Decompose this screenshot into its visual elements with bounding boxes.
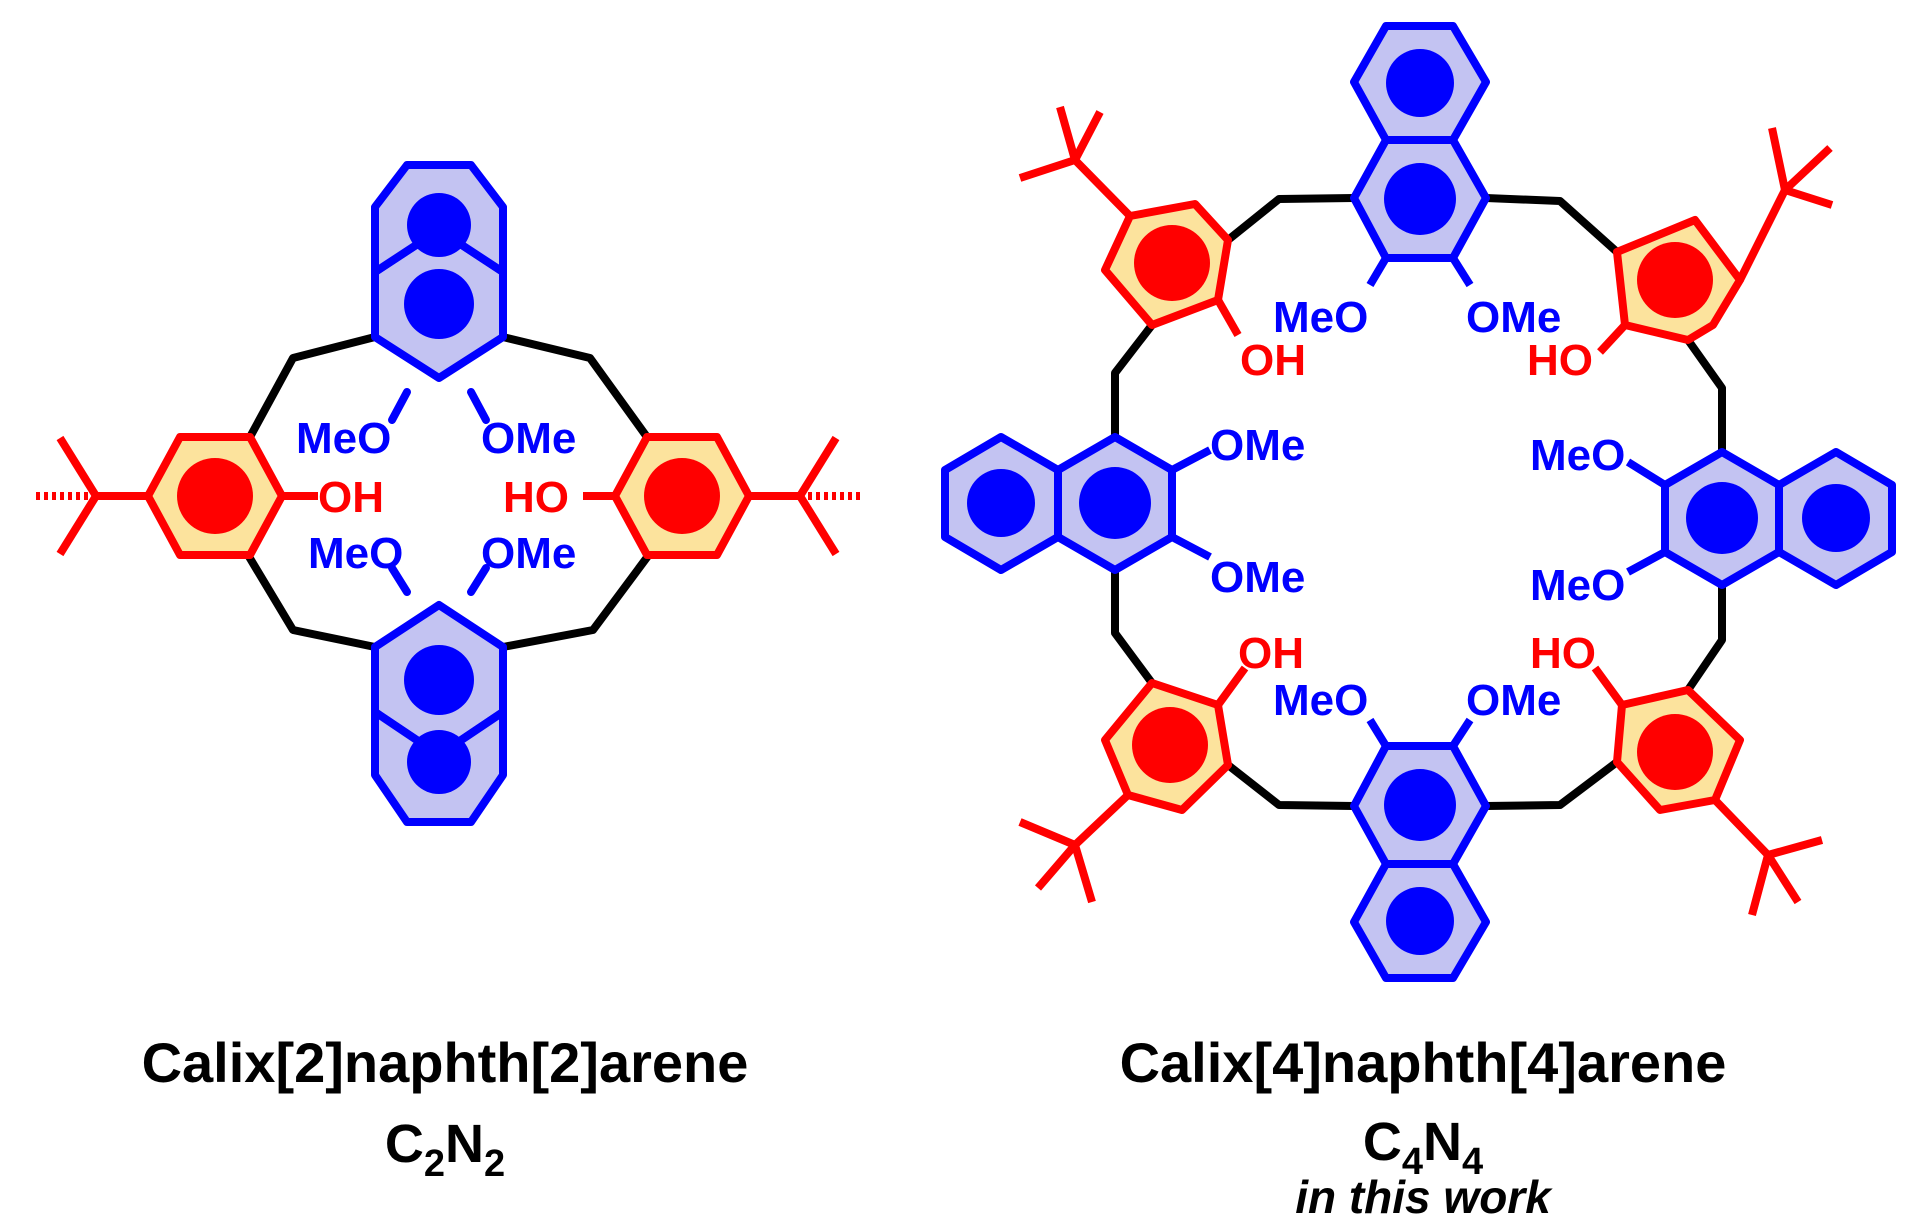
c4n4-ho-top-right: HO: [1527, 336, 1593, 385]
c2n2-bridges: [244, 333, 652, 651]
c4n4-naphthalene-right: [1625, 448, 1896, 589]
c4n4-phenol-bottom-left: [1018, 665, 1249, 904]
c2n2-naphthalene-top: [371, 161, 507, 382]
c2n2-phenol-left: [34, 433, 318, 559]
c2n2-ome-bottom-right: OMe: [481, 529, 576, 578]
c4n4-oh-top-left: OH: [1240, 336, 1306, 385]
c2n2-structure: MeO OMe MeO OMe OH HO: [34, 161, 862, 826]
c4n4-formula: C4N4: [1363, 1112, 1483, 1183]
c4n4-ome-left-lower: OMe: [1210, 553, 1305, 602]
c2n2-ho-right: HO: [503, 473, 569, 522]
c4n4-phenol-top-left: [1018, 105, 1242, 337]
c4n4-phenol-top-right: [1597, 127, 1834, 355]
c4n4-meo-right-upper: MeO: [1530, 431, 1625, 480]
c4n4-oh-bottom-left: OH: [1238, 629, 1304, 678]
c2n2-naphthalene-bottom: [371, 601, 507, 826]
c4n4-structure: MeO OMe OH HO OMe OMe MeO MeO OH HO MeO …: [941, 22, 1896, 982]
c4n4-ho-bottom-right: HO: [1530, 629, 1596, 678]
c4n4-meo-right-lower: MeO: [1530, 561, 1625, 610]
c4n4-naphthalene-left: [941, 433, 1212, 574]
c2n2-oh-left: OH: [318, 473, 384, 522]
c4n4-ome-bottom: OMe: [1466, 676, 1561, 725]
c4n4-note: in this work: [1295, 1171, 1553, 1223]
c4n4-title: Calix[4]naphth[4]arene: [1120, 1031, 1727, 1094]
c4n4-bridges: [1111, 194, 1726, 810]
c4n4-naphthalene-top: [1350, 22, 1490, 288]
c2n2-title: Calix[2]naphth[2]arene: [142, 1031, 749, 1094]
c4n4-ome-top: OMe: [1466, 293, 1561, 342]
c2n2-formula: C2N2: [385, 1114, 505, 1185]
c2n2-ome-top-right: OMe: [481, 414, 576, 463]
c2n2-phenol-right: [583, 433, 862, 559]
c4n4-naphthalene-bottom: [1350, 717, 1490, 982]
c4n4-meo-bottom: MeO: [1273, 676, 1368, 725]
c2n2-meo-top-left: MeO: [296, 414, 391, 463]
c4n4-meo-top: MeO: [1273, 293, 1368, 342]
c2n2-meo-bottom-left: MeO: [308, 529, 403, 578]
c4n4-phenol-bottom-right: [1591, 665, 1824, 917]
c2n2-methoxy-bonds: [388, 388, 490, 596]
c4n4-ome-left-upper: OMe: [1210, 421, 1305, 470]
